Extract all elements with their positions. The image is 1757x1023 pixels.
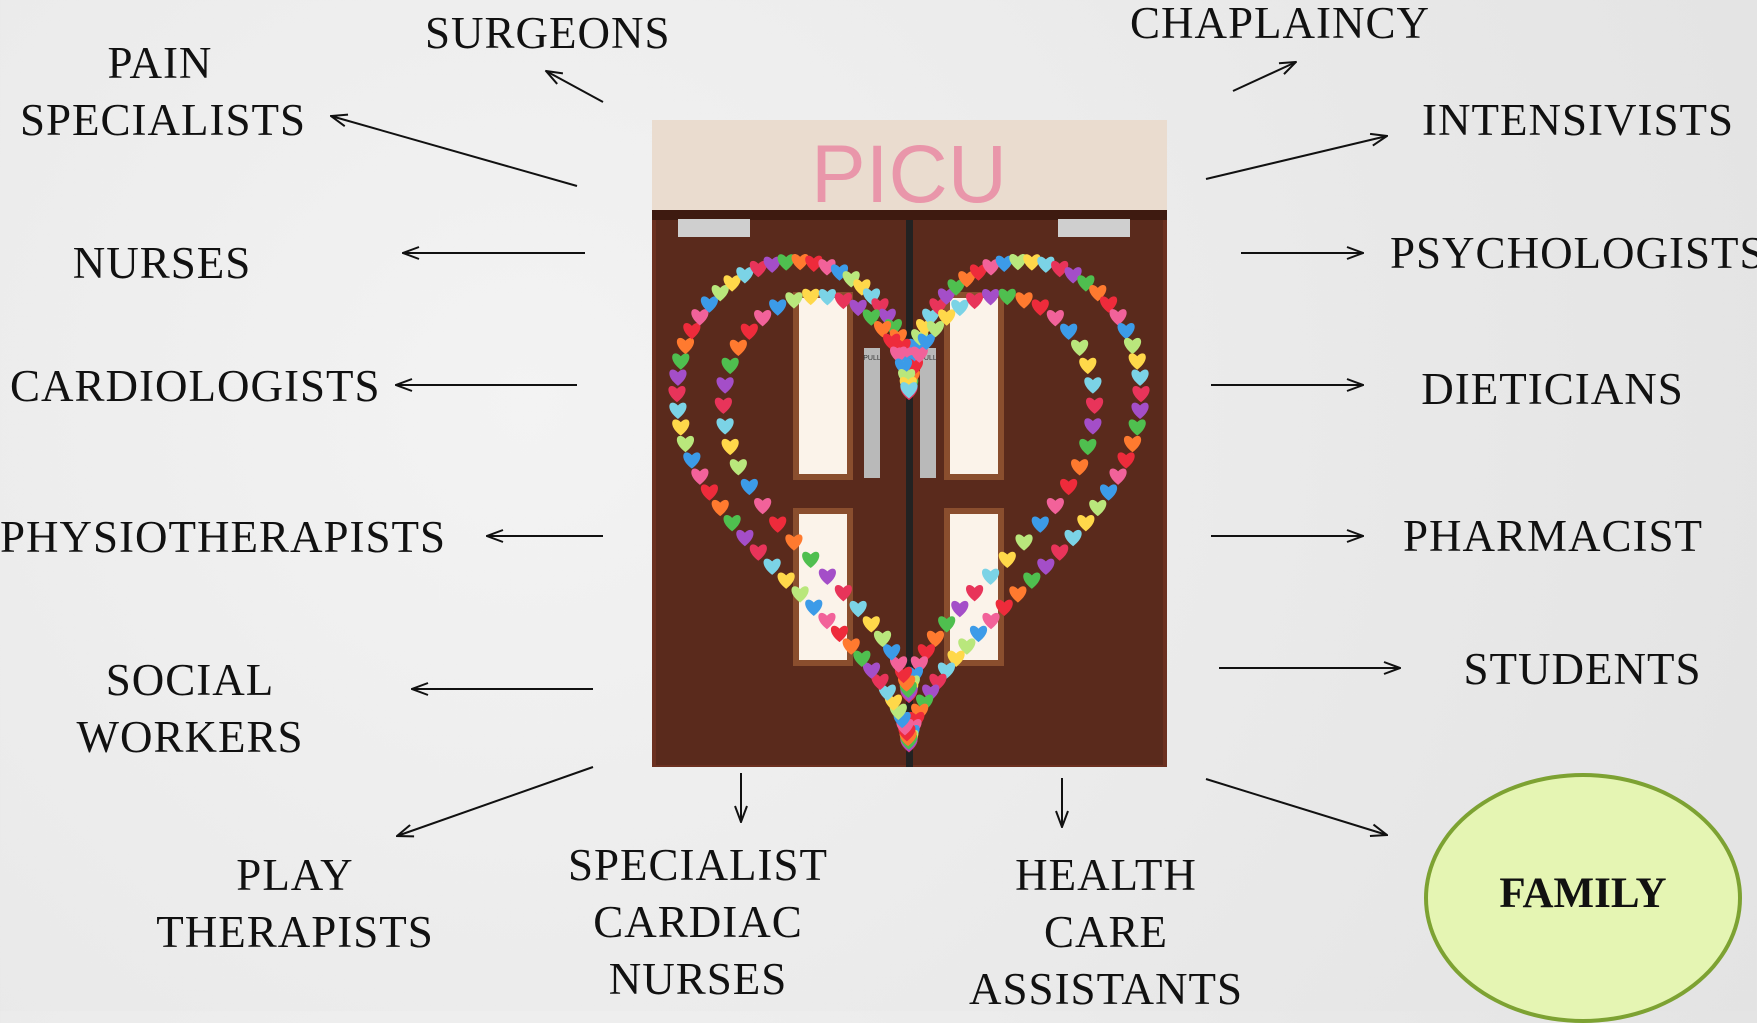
label-psychologists: PSYCHOLOGISTS (1390, 225, 1740, 282)
label-line: NURSES (62, 235, 262, 292)
label-pain-specialists: PAIN SPECIALISTS (20, 35, 300, 149)
label-play-therapists: PLAY THERAPISTS (150, 847, 440, 961)
left-pull-text: PULL (863, 355, 881, 362)
label-line: SOCIAL (60, 652, 320, 709)
label-intensivists: INTENSIVISTS (1413, 92, 1743, 149)
left-pull-plate (864, 348, 880, 478)
picu-sign: PICU (811, 129, 1007, 220)
label-line: CARDIOLOGISTS (10, 358, 372, 415)
label-physiotherapists: PHYSIOTHERAPISTS (0, 509, 444, 566)
label-nurses: NURSES (62, 235, 262, 292)
picu-door-photo: PICU PULL PULL (652, 120, 1167, 767)
label-line: NURSES (553, 951, 843, 1008)
left-door-closer (678, 219, 750, 237)
label-line: ASSISTANTS (956, 961, 1256, 1018)
label-line: SPECIALIST (553, 837, 843, 894)
label-line: WORKERS (60, 709, 320, 766)
arrow-pain-specialists (331, 116, 577, 186)
label-line: PAIN (20, 35, 300, 92)
arrow-intensivists (1206, 136, 1387, 179)
label-line: CARDIAC (553, 894, 843, 951)
label-pharmacist: PHARMACIST (1398, 508, 1708, 565)
label-line: PSYCHOLOGISTS (1390, 225, 1740, 282)
label-chaplaincy: CHAPLAINCY (1125, 0, 1435, 52)
label-line: STUDENTS (1455, 641, 1710, 698)
left-upper-window (799, 298, 847, 474)
label-line: PHARMACIST (1398, 508, 1708, 565)
arrow-play-therapists (397, 767, 593, 836)
label-line: PLAY (150, 847, 440, 904)
right-upper-window (950, 298, 998, 474)
label-students: STUDENTS (1455, 641, 1710, 698)
label-line: SPECIALISTS (20, 92, 300, 149)
label-health-care-assistants: HEALTH CARE ASSISTANTS (956, 847, 1256, 1018)
label-line: THERAPISTS (150, 904, 440, 961)
label-line: CHAPLAINCY (1125, 0, 1435, 52)
right-lower-window (950, 514, 998, 660)
label-social-workers: SOCIAL WORKERS (60, 652, 320, 766)
arrow-surgeons (546, 71, 603, 102)
door-illustration: PICU PULL PULL (652, 120, 1167, 767)
label-line: HEALTH (956, 847, 1256, 904)
right-pull-plate (920, 348, 936, 478)
label-specialist-cardiac-nurses: SPECIALIST CARDIAC NURSES (553, 837, 843, 1008)
label-line: PHYSIOTHERAPISTS (0, 509, 444, 566)
family-label: FAMILY (1424, 868, 1742, 920)
arrow-chaplaincy (1233, 62, 1296, 91)
label-line: CARE (956, 904, 1256, 961)
label-cardiologists: CARDIOLOGISTS (10, 358, 372, 415)
label-surgeons: SURGEONS (425, 5, 665, 62)
arrow-family (1206, 779, 1387, 835)
label-line: INTENSIVISTS (1413, 92, 1743, 149)
right-door-closer (1058, 219, 1130, 237)
label-line: SURGEONS (425, 5, 665, 62)
label-dieticians: DIETICIANS (1415, 361, 1690, 418)
label-line: DIETICIANS (1415, 361, 1690, 418)
